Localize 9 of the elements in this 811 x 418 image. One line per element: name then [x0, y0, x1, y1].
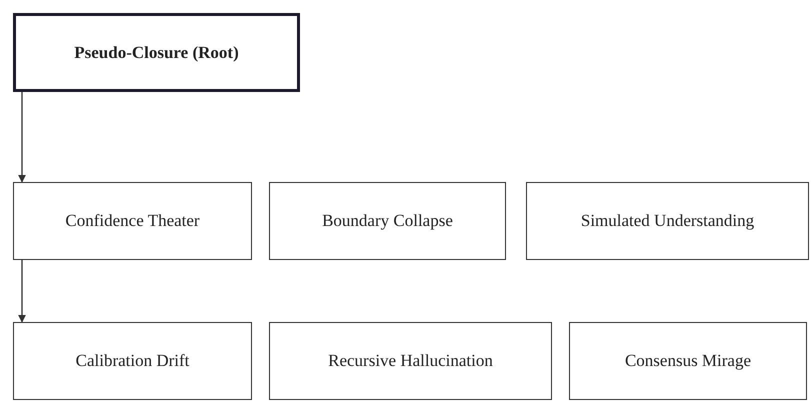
category-box: Consensus Mirage	[569, 322, 807, 400]
arrow	[18, 260, 26, 323]
category-box: Confidence Theater	[13, 182, 252, 260]
category-box: Recursive Hallucination	[269, 322, 552, 400]
category-box: Simulated Understanding	[526, 182, 809, 260]
root-box: Pseudo-Closure (Root)	[13, 13, 300, 92]
category-box: Boundary Collapse	[269, 182, 506, 260]
arrow	[18, 92, 26, 183]
category-box: Calibration Drift	[13, 322, 252, 400]
